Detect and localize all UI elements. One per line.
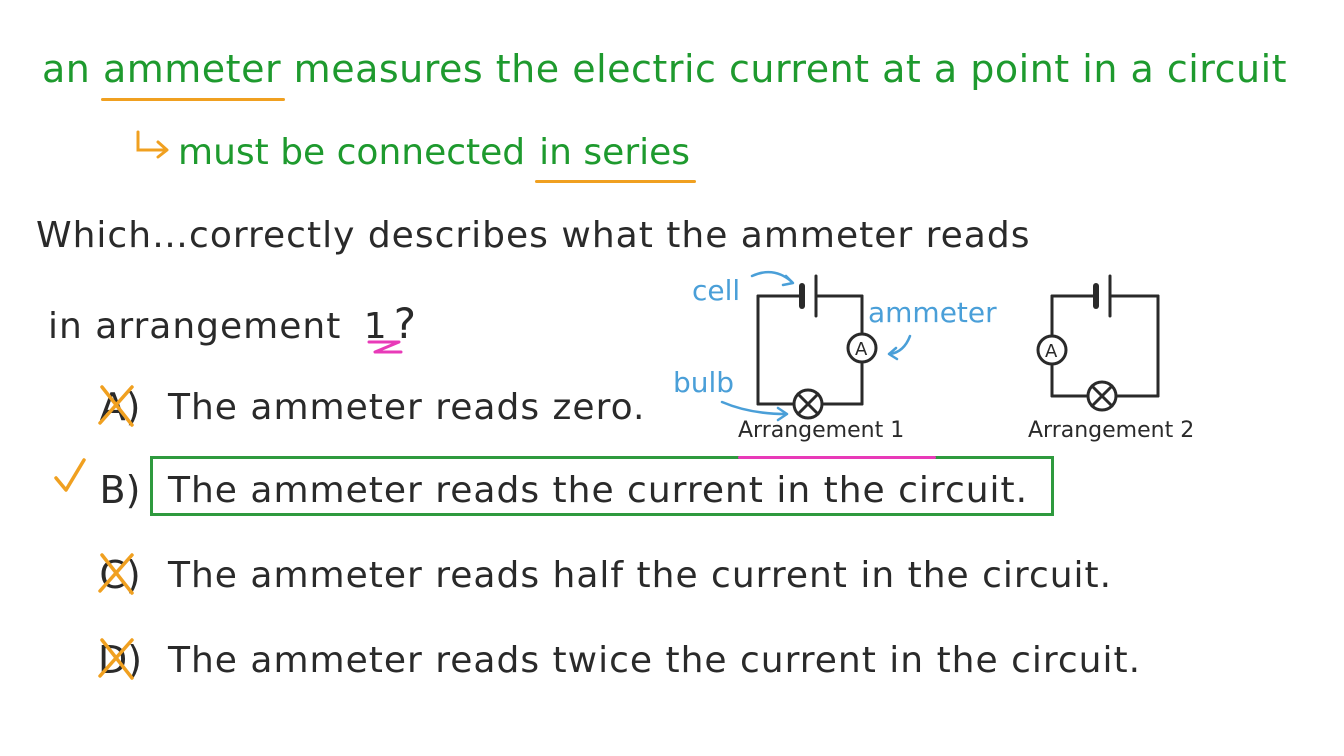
ammeter-symbol-label: A bbox=[855, 339, 868, 360]
ammeter-pointer-arrow-icon bbox=[888, 334, 912, 356]
ammeter-label: ammeter bbox=[868, 296, 997, 329]
arrangement-1-label: Arrangement 1 bbox=[738, 418, 905, 443]
ammeter-symbol-label-2: A bbox=[1045, 341, 1058, 362]
option-a[interactable]: A) The ammeter reads zero. bbox=[90, 385, 1190, 445]
hook-arrow-icon bbox=[136, 130, 169, 159]
arrangement-1-underline bbox=[738, 456, 936, 459]
arrangement-2-label: Arrangement 2 bbox=[1028, 418, 1195, 443]
check-icon bbox=[52, 456, 88, 500]
question-line-2: in arrangement 1? bbox=[48, 303, 417, 345]
bulb-pointer-arrow-icon bbox=[720, 400, 788, 416]
note-emphasis: in series bbox=[539, 132, 691, 173]
option-b-letter: B) bbox=[99, 468, 141, 512]
bulb-label: bulb bbox=[673, 366, 735, 399]
circuit-arrangement-2 bbox=[1036, 274, 1160, 412]
question-prefix: in arrangement bbox=[48, 306, 342, 347]
note-statement: must be connected in series bbox=[178, 135, 690, 171]
cross-icon bbox=[98, 553, 134, 595]
correct-answer-box bbox=[150, 456, 1054, 516]
intro-statement: an ammeter measures the electric current… bbox=[42, 50, 1287, 88]
question-mark: ? bbox=[393, 299, 417, 348]
cell-label: cell bbox=[692, 274, 741, 307]
option-b[interactable]: B) The ammeter reads the current in the … bbox=[90, 468, 1190, 528]
cross-icon bbox=[98, 638, 134, 680]
option-d-text: The ammeter reads twice the current in t… bbox=[168, 640, 1142, 681]
option-a-text: The ammeter reads zero. bbox=[168, 387, 646, 428]
option-b-text: The ammeter reads the current in the cir… bbox=[168, 470, 1029, 511]
number-highlight-mark bbox=[367, 340, 403, 354]
cross-icon bbox=[98, 385, 134, 427]
option-d[interactable]: D) The ammeter reads twice the current i… bbox=[90, 638, 1190, 698]
intro-term: ammeter bbox=[102, 47, 282, 91]
option-c-text: The ammeter reads half the current in th… bbox=[168, 555, 1113, 596]
circuit-arrangement-1 bbox=[756, 274, 878, 420]
option-c[interactable]: C) The ammeter reads half the current in… bbox=[90, 553, 1190, 613]
question-number: 1 bbox=[363, 306, 388, 347]
question-line-1: Which…correctly describes what the ammet… bbox=[36, 215, 1031, 256]
circuit-diagrams: A A bbox=[720, 270, 1160, 422]
intro-rest: measures the electric current at a point… bbox=[293, 47, 1288, 91]
note-text: must be connected bbox=[178, 132, 526, 173]
intro-prefix: an bbox=[42, 47, 91, 91]
